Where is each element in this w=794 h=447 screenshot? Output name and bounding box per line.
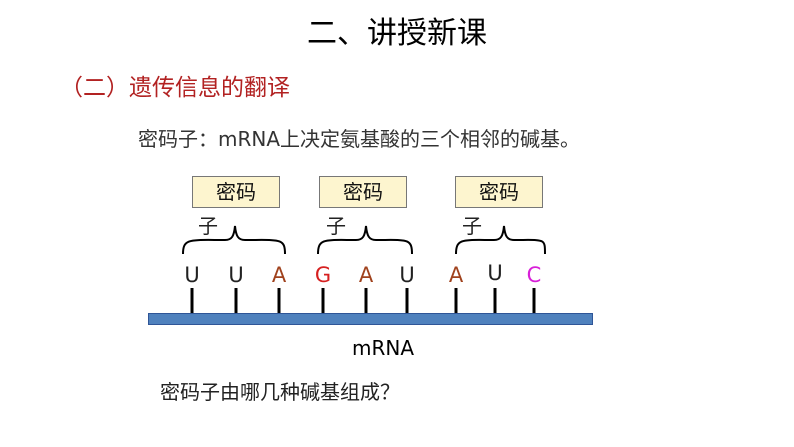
section-subtitle: （二）遗传信息的翻译 [60,75,290,101]
base-9: C [526,263,542,287]
base-6: U [399,263,415,287]
base-8: U [487,261,503,285]
codon-box-1-wrap: 子 [198,214,218,238]
mrna-strand [148,313,593,325]
codon-brace-2 [317,225,413,255]
base-7: A [448,263,464,287]
base-4: G [314,263,332,287]
base-3: A [271,263,287,287]
codon-box-3-wrap: 子 [462,214,482,238]
base-2: U [228,263,244,287]
codon-definition: 密码子：mRNA上决定氨基酸的三个相邻的碱基。 [138,127,581,151]
codon-box-1: 密码 [192,176,280,208]
codon-brace-1 [182,225,286,255]
mrna-label: mRNA [352,336,415,360]
codon-box-2: 密码 [319,176,407,208]
base-1: U [184,263,200,287]
question-text: 密码子由哪几种碱基组成？ [160,380,400,404]
base-5: A [358,263,374,287]
codon-box-2-wrap: 子 [326,214,346,238]
codon-brace-3 [455,225,546,255]
codon-box-3: 密码 [455,176,543,208]
slide-title: 二、讲授新课 [307,16,487,51]
